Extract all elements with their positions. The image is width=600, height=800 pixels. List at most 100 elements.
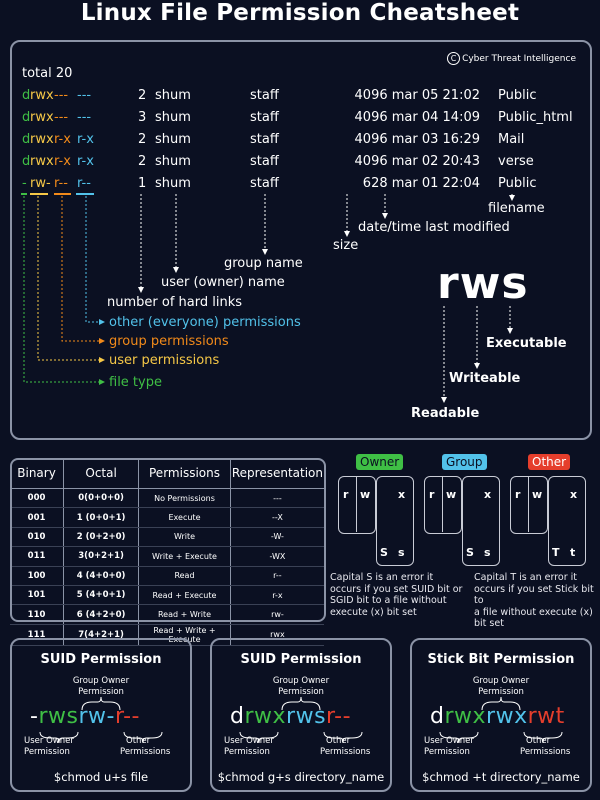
triad-char-x: x bbox=[484, 488, 492, 501]
group-name: staff bbox=[250, 88, 279, 103]
brace-icon bbox=[239, 696, 363, 744]
link-count: 3 bbox=[138, 110, 147, 125]
table-cell: 0(0+0+0) bbox=[63, 488, 139, 509]
panel-title: SUID Permission bbox=[240, 652, 362, 667]
label-group-perm: group permissions bbox=[109, 334, 229, 349]
triad-tag-owner: Owner bbox=[356, 454, 404, 470]
note-capital-t: Capital T is an error it occurs if you s… bbox=[474, 572, 600, 630]
label-group-name: group name bbox=[224, 256, 303, 271]
table-header: Binary bbox=[10, 458, 64, 489]
note-capital-s: Capital S is an error it occurs if you s… bbox=[330, 572, 462, 618]
listing-arrows bbox=[21, 193, 515, 403]
table-cell: No Permissions bbox=[138, 488, 231, 509]
triad-char-r: r bbox=[343, 488, 349, 501]
owner-name: shum bbox=[155, 176, 191, 191]
table-cell: 7(4+2+1) bbox=[63, 624, 139, 646]
triad-char-r: r bbox=[515, 488, 521, 501]
table-cell: r-x bbox=[229, 585, 324, 606]
label-filename: filename bbox=[488, 201, 545, 216]
triad-box-rw bbox=[338, 476, 376, 534]
table-cell: Execute bbox=[138, 507, 231, 528]
table-cell: Write + Execute bbox=[138, 546, 231, 567]
permission-part: r-- bbox=[326, 704, 352, 729]
triad-char-upper: S bbox=[466, 546, 474, 559]
table-cell: 110 bbox=[10, 604, 64, 625]
label-hard-links: number of hard links bbox=[107, 295, 243, 310]
triad-box-x bbox=[548, 476, 586, 566]
table-cell: 5 (4+0+1) bbox=[63, 585, 139, 606]
table-cell: 2 (0+2+0) bbox=[63, 527, 139, 548]
table-cell: 001 bbox=[10, 507, 64, 528]
group-owner-label-1: Group Owner bbox=[272, 676, 330, 686]
table-cell: r-- bbox=[229, 566, 324, 586]
table-cell: -W- bbox=[229, 527, 324, 548]
permission-table: Binary Octal Permissions Representation … bbox=[10, 458, 324, 646]
label-owner-name: user (owner) name bbox=[161, 275, 285, 290]
user-owner-label-2: Permission bbox=[424, 747, 470, 757]
permission-part: rws bbox=[286, 704, 327, 729]
perm-type: d bbox=[22, 110, 31, 125]
brand-label: Cyber Threat Intelligence bbox=[462, 54, 576, 64]
label-user-perm: user permissions bbox=[109, 353, 220, 368]
triad-char-lower: s bbox=[484, 546, 491, 559]
group-owner-label-1: Group Owner bbox=[472, 676, 530, 686]
table-header: Octal bbox=[63, 458, 139, 489]
perm-group: --- bbox=[54, 110, 69, 125]
triad-divider bbox=[356, 476, 357, 532]
triad-box-rw bbox=[510, 476, 548, 534]
triad-divider bbox=[442, 476, 443, 532]
table-cell: 010 bbox=[10, 527, 64, 548]
brace-stroke bbox=[239, 731, 279, 744]
permission-part: - bbox=[30, 704, 39, 729]
table-cell: rw- bbox=[229, 604, 324, 625]
perm-other: r-x bbox=[77, 132, 94, 147]
panel-title: SUID Permission bbox=[40, 652, 162, 667]
table-cell: 000 bbox=[10, 488, 64, 509]
group-name: staff bbox=[250, 154, 279, 169]
rws-writeable: Writeable bbox=[449, 371, 521, 386]
group-name: staff bbox=[250, 176, 279, 191]
owner-name: shum bbox=[155, 132, 191, 147]
perm-group: r-x bbox=[54, 132, 71, 147]
brace-stroke bbox=[39, 731, 79, 744]
perm-user: rwx bbox=[30, 110, 54, 125]
table-cell: --- bbox=[229, 488, 324, 509]
triad-tag-other: Other bbox=[528, 454, 571, 470]
panel-title: Stick Bit Permission bbox=[427, 652, 575, 667]
brace-icon bbox=[39, 696, 163, 744]
perm-group: r-- bbox=[54, 176, 68, 191]
brace-icon bbox=[439, 696, 563, 744]
triad-char-w: w bbox=[360, 488, 371, 501]
triad-char-upper: T bbox=[552, 546, 560, 559]
note-line: SGID bit to a file without bbox=[330, 595, 447, 606]
link-count: 2 bbox=[138, 88, 147, 103]
triad-char-x: x bbox=[570, 488, 578, 501]
other-label-1: Other bbox=[326, 736, 351, 746]
table-cell: 100 bbox=[10, 566, 64, 586]
perm-group: --- bbox=[54, 88, 69, 103]
rws-executable: Executable bbox=[486, 336, 567, 351]
table-cell: 1 (0+0+1) bbox=[63, 507, 139, 528]
note-line: a file without execute (x) bbox=[474, 606, 593, 618]
note-line: occurs if you set Stick bit to bbox=[474, 583, 594, 607]
perm-user: rwx bbox=[30, 132, 54, 147]
label-date: date/time last modified bbox=[358, 220, 510, 235]
group-owner-label-2: Permission bbox=[478, 687, 524, 697]
perm-other: --- bbox=[77, 88, 92, 103]
rws-letters: rws bbox=[437, 258, 529, 309]
link-count: 2 bbox=[138, 154, 147, 169]
link-count: 2 bbox=[138, 132, 147, 147]
note-line: Capital T is an error it bbox=[474, 572, 578, 583]
permission-part: rwx bbox=[244, 704, 287, 729]
table-cell: -WX bbox=[229, 546, 324, 567]
brace-stroke bbox=[481, 696, 521, 711]
